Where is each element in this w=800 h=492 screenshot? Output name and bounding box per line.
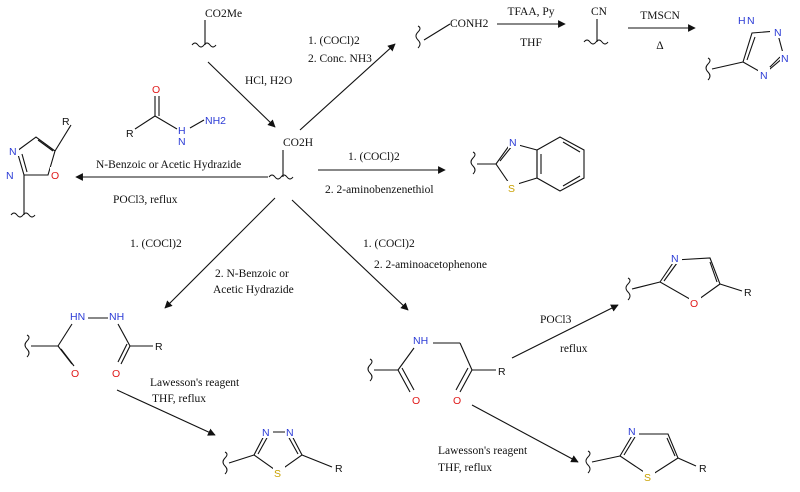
hydrazide-o-label: O (152, 84, 160, 96)
tetrazole-n4-label: N (760, 70, 768, 82)
hydrazide-nh2-label: NH2 (205, 115, 226, 127)
amide-step1-label: 1. (COCl)2 (308, 35, 360, 47)
arrow-hydrolysis (207, 61, 276, 128)
ketoamide-o1-label: O (412, 395, 420, 407)
dehydration-top-label: TFAA, Py (507, 6, 554, 18)
thiadiazole: R N N S (222, 425, 343, 480)
oxadiazole: R N N O (5, 116, 72, 218)
diacyl-step2b-label: Acetic Hydrazide (213, 284, 294, 296)
thiadiazole-s-label: S (274, 468, 281, 480)
ketoamide-step2-label: 2. 2-aminoacetophenone (374, 259, 487, 271)
dehydration-bottom-label: THF (520, 37, 542, 49)
thiazole-n-label: N (628, 426, 636, 438)
oxazole-cond2-label: reflux (560, 343, 588, 355)
tetrazole-top-label: TMSCN (640, 10, 680, 22)
thiazole-cond1-label: Lawesson's reagent (438, 445, 528, 457)
amide-step2-label: 2. Conc. NH3 (308, 53, 372, 65)
benzothiazole: N S (470, 135, 585, 195)
hydrazide-n1-label: N (178, 136, 186, 148)
thiazole-r-label: R (699, 463, 707, 475)
benzothiazole-step2-label: 2. 2-aminobenzenethiol (325, 184, 434, 196)
ester-start: CO2Me (191, 8, 242, 48)
arrow-ketoamide (291, 199, 409, 311)
hydrazide-nh-label: H (178, 125, 186, 137)
thiazole-s-label: S (644, 472, 651, 484)
ketoamide-o2-label: O (453, 395, 461, 407)
amide-group-label: CONH2 (450, 18, 489, 30)
benzothiazole-step1-label: 1. (COCl)2 (348, 151, 400, 163)
tetrazole-n2-label: N (774, 27, 782, 39)
oxazole: R N O (625, 251, 752, 310)
oxadiazole-n1-label: N (9, 146, 17, 158)
tetrazole: H N N N N (705, 12, 792, 82)
thiadiazole-cond1-label: Lawesson's reagent (150, 377, 240, 389)
diacyl-r-label: R (155, 341, 163, 353)
ketoamide-nh-label: NH (413, 335, 428, 347)
arrow-amide (299, 43, 396, 131)
oxazole-r-label: R (744, 287, 752, 299)
benzothiazole-s-label: S (508, 183, 515, 195)
tetrazole-bottom-label: Δ (656, 40, 663, 52)
diacyl-step1-label: 1. (COCl)2 (130, 238, 182, 250)
thiazole-cond2-label: THF, reflux (438, 462, 492, 474)
diacyl-o1-label: O (71, 368, 79, 380)
oxadiazole-reagent-label: N-Benzoic or Acetic Hydrazide (96, 159, 241, 171)
arrow-oxazole (511, 304, 619, 359)
ketoamide: O NH O R (367, 335, 506, 407)
hydrazide-r-label: R (126, 128, 134, 140)
diacylhydrazine: O HN NH O R (24, 311, 163, 380)
hydrazide: R O H N NH2 (126, 84, 226, 148)
diacyl-n1-label: HN (70, 311, 85, 323)
acid-center: CO2H (268, 137, 313, 180)
oxazole-o-label: O (690, 298, 698, 310)
oxadiazole-r-label: R (62, 116, 70, 128)
oxadiazole-cond-label: POCl3, reflux (113, 194, 178, 206)
thiadiazole-r-label: R (335, 463, 343, 475)
arrow-diacylhydrazine (164, 197, 276, 309)
oxadiazole-o-label: O (51, 170, 59, 182)
oxazole-cond1-label: POCl3 (540, 314, 572, 326)
arrow-thiazole (471, 404, 579, 463)
acid-group-label: CO2H (283, 137, 313, 149)
nitrile-group-label: CN (591, 6, 608, 18)
oxadiazole-n2-label: N (6, 170, 14, 182)
arrow-thiadiazole (116, 389, 216, 436)
hydrolysis-label: HCl, H2O (245, 75, 292, 87)
diacyl-step2a-label: 2. N-Benzoic or (215, 268, 289, 280)
thiadiazole-n1-label: N (262, 427, 270, 439)
ester-group-label: CO2Me (205, 8, 242, 20)
tetrazole-n1-label: N (747, 15, 755, 27)
thiadiazole-cond2-label: THF, reflux (152, 393, 206, 405)
ketoamide-r-label: R (498, 366, 506, 378)
thiadiazole-n2-label: N (286, 427, 294, 439)
tetrazole-nh-label: H (738, 15, 746, 27)
primary-amide: CONH2 (415, 18, 489, 49)
diacyl-o2-label: O (112, 368, 120, 380)
benzothiazole-n-label: N (509, 137, 517, 149)
ketoamide-step1-label: 1. (COCl)2 (363, 238, 415, 250)
nitrile: CN (583, 6, 609, 45)
diacyl-n2-label: NH (109, 311, 124, 323)
thiazole: R N S (585, 424, 707, 484)
oxazole-n-label: N (671, 253, 679, 265)
tetrazole-n3-label: N (781, 53, 789, 65)
